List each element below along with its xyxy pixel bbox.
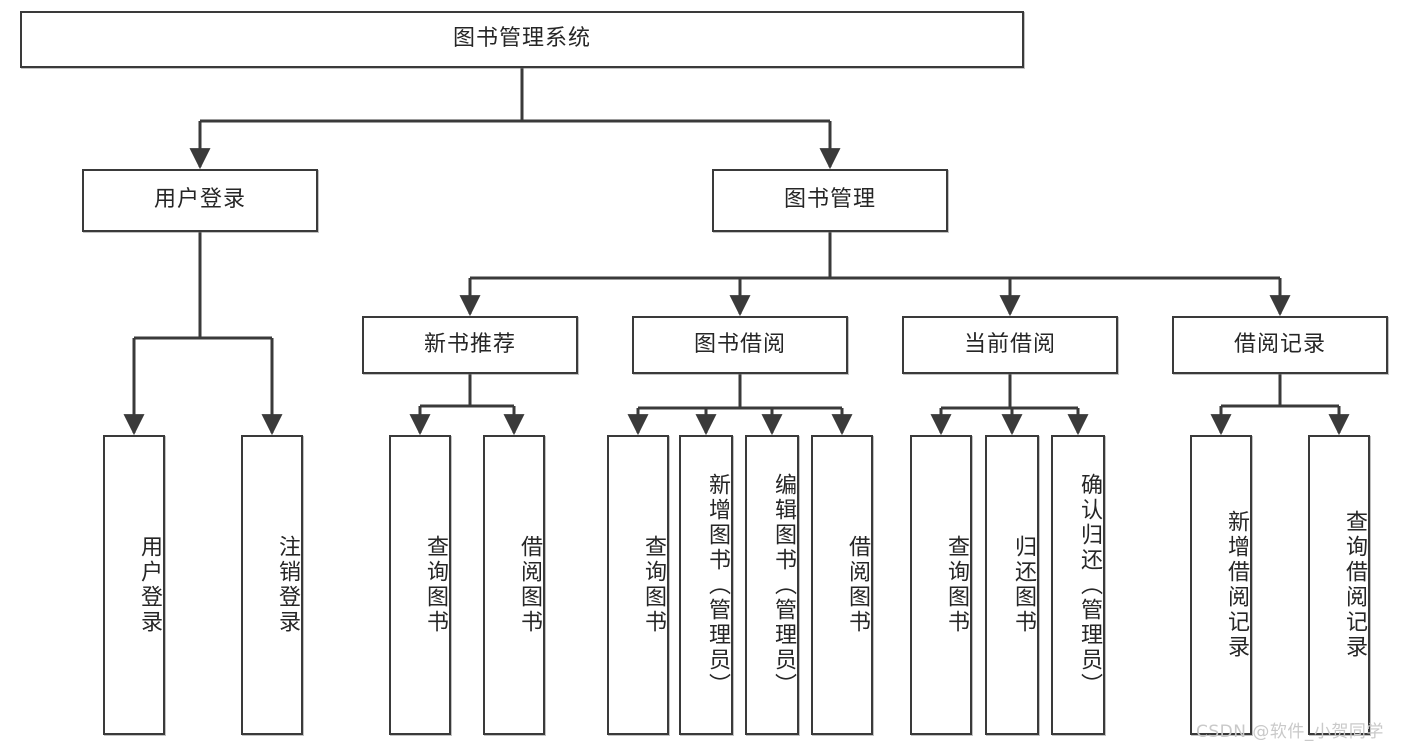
node-book-borrow[interactable]: 图书借阅 [632, 316, 848, 374]
leaf-borrow-add-book[interactable]: 新增图书（管理员） [679, 435, 733, 735]
leaf-borrow-query-book-label: 查询图书 [641, 535, 666, 635]
node-root-label: 图书管理系统 [452, 26, 591, 52]
leaf-current-query-book-label: 查询图书 [944, 535, 969, 635]
node-root[interactable]: 图书管理系统 [20, 11, 1024, 68]
node-user-login[interactable]: 用户登录 [82, 169, 318, 232]
node-new-book-recommend[interactable]: 新书推荐 [362, 316, 578, 374]
node-book-manage-label: 图书管理 [783, 187, 876, 213]
node-current-borrow[interactable]: 当前借阅 [902, 316, 1118, 374]
node-new-book-recommend-label: 新书推荐 [423, 331, 516, 357]
leaf-recommend-query-book[interactable]: 查询图书 [389, 435, 451, 735]
leaf-borrow-edit-book[interactable]: 编辑图书（管理员） [745, 435, 799, 735]
leaf-current-return-book[interactable]: 归还图书 [985, 435, 1039, 735]
leaf-recommend-borrow-book[interactable]: 借阅图书 [483, 435, 545, 735]
leaf-current-confirm-return-label: 确认归还（管理员） [1077, 472, 1102, 698]
leaf-current-query-book[interactable]: 查询图书 [910, 435, 972, 735]
leaf-borrow-add-book-label: 新增图书（管理员） [705, 472, 730, 698]
csdn-watermark: CSDN @软件_小贺同学 [1196, 722, 1384, 742]
leaf-borrow-borrow-book[interactable]: 借阅图书 [811, 435, 873, 735]
leaf-record-query[interactable]: 查询借阅记录 [1308, 435, 1370, 735]
leaf-current-return-book-label: 归还图书 [1011, 535, 1036, 635]
node-book-borrow-label: 图书借阅 [693, 331, 786, 357]
leaf-logout[interactable]: 注销登录 [241, 435, 303, 735]
leaf-record-query-label: 查询借阅记录 [1342, 510, 1367, 660]
node-user-login-label: 用户登录 [153, 187, 246, 213]
leaf-user-login[interactable]: 用户登录 [103, 435, 165, 735]
leaf-logout-label: 注销登录 [275, 535, 300, 635]
leaf-user-login-label: 用户登录 [137, 535, 162, 635]
leaf-recommend-borrow-book-label: 借阅图书 [517, 535, 542, 635]
node-book-manage[interactable]: 图书管理 [712, 169, 948, 232]
leaf-recommend-query-book-label: 查询图书 [423, 535, 448, 635]
leaf-record-add-label: 新增借阅记录 [1224, 510, 1249, 660]
leaf-record-add[interactable]: 新增借阅记录 [1190, 435, 1252, 735]
node-borrow-record-label: 借阅记录 [1233, 331, 1326, 357]
leaf-borrow-edit-book-label: 编辑图书（管理员） [771, 472, 796, 698]
leaf-current-confirm-return[interactable]: 确认归还（管理员） [1051, 435, 1105, 735]
leaf-borrow-query-book[interactable]: 查询图书 [607, 435, 669, 735]
leaf-borrow-borrow-book-label: 借阅图书 [845, 535, 870, 635]
node-borrow-record[interactable]: 借阅记录 [1172, 316, 1388, 374]
node-current-borrow-label: 当前借阅 [963, 331, 1056, 357]
